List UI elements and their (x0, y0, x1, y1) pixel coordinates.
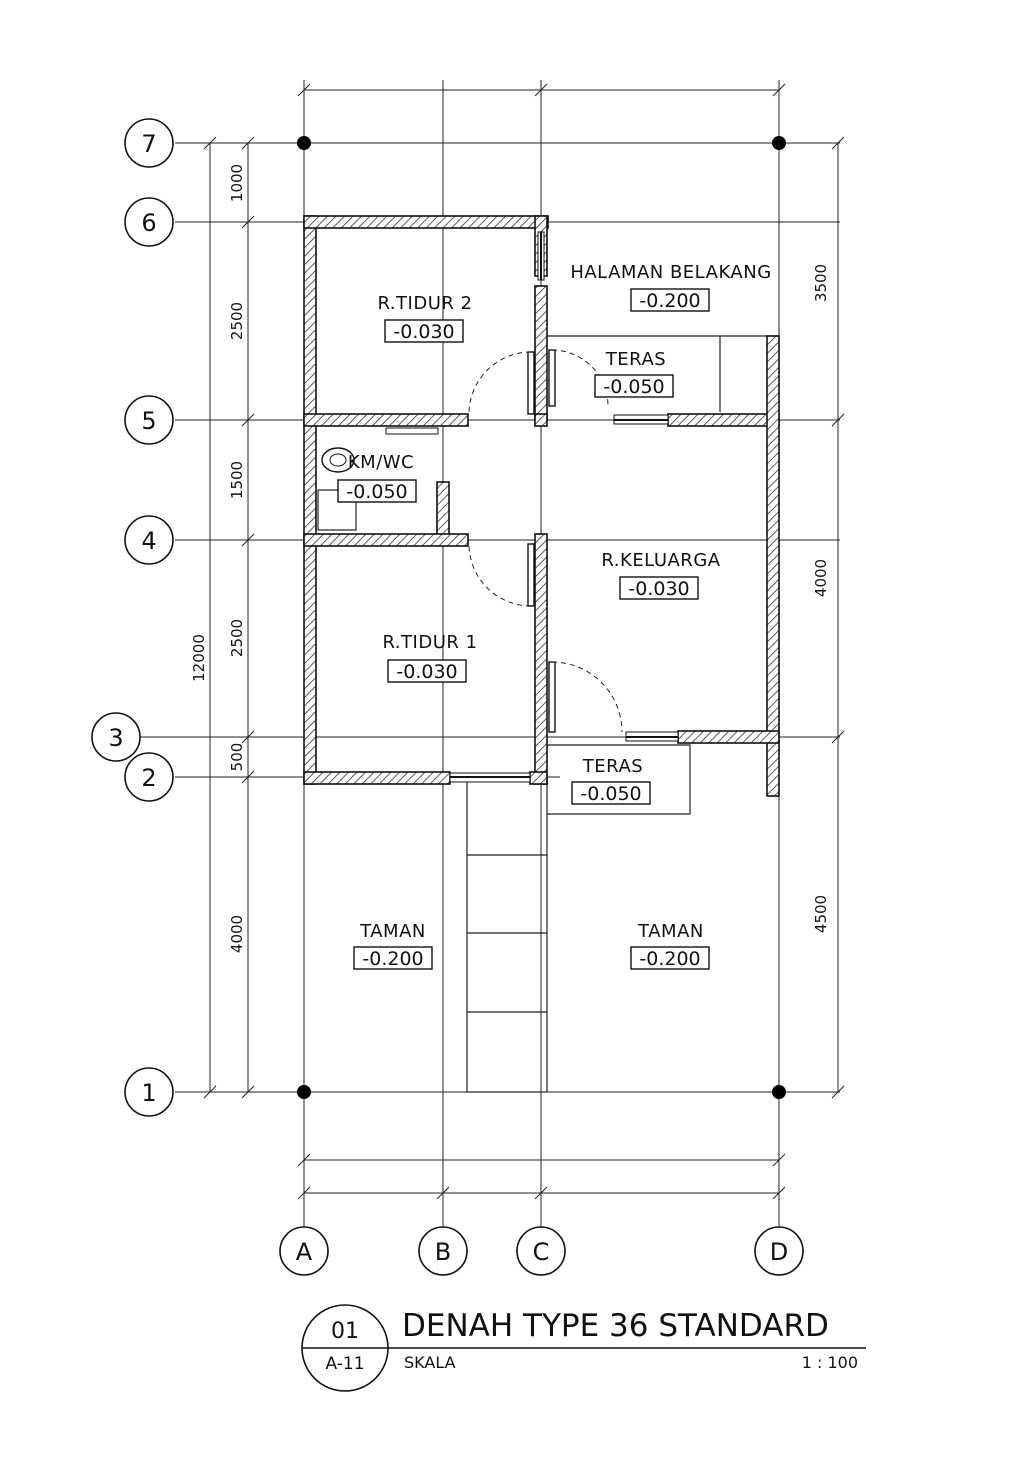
svg-text:TAMAN: TAMAN (637, 921, 704, 942)
grid-bubble-7: 7 (124, 118, 174, 168)
dim-left-2: 2500 (228, 302, 246, 340)
dim-left-1: 1000 (228, 164, 246, 202)
grid-bubble-5: 5 (124, 395, 174, 445)
svg-text:7: 7 (141, 130, 156, 158)
right-dimension-labels: 3500 4000 4500 (812, 264, 830, 933)
svg-text:3: 3 (108, 724, 123, 752)
grid-bubble-1: 1 (124, 1067, 174, 1117)
svg-text:A: A (296, 1238, 313, 1266)
grid-bubble-d: D (754, 1226, 804, 1276)
grid-row-bubbles: 7 6 5 4 3 2 1 (91, 118, 174, 1117)
svg-text:-0.030: -0.030 (393, 321, 454, 343)
dim-right-3: 4500 (812, 895, 830, 933)
scale-label: SKALA (404, 1353, 456, 1372)
room-taman-right: TAMAN -0.200 (630, 921, 710, 970)
room-r-tidur-2: R.TIDUR 2 -0.030 (377, 293, 472, 343)
svg-text:-0.030: -0.030 (396, 661, 457, 683)
room-km-wc: KM/WC -0.050 (337, 452, 417, 503)
dim-left-5: 500 (228, 743, 246, 772)
drawing-title: DENAH TYPE 36 STANDARD (402, 1308, 829, 1344)
room-halaman-belakang: HALAMAN BELAKANG -0.200 (570, 262, 771, 312)
svg-text:2: 2 (141, 764, 156, 792)
svg-text:-0.200: -0.200 (639, 290, 700, 312)
svg-text:-0.200: -0.200 (639, 948, 700, 970)
grid-bubble-a: A (279, 1226, 329, 1276)
svg-text:R.TIDUR 2: R.TIDUR 2 (377, 293, 472, 314)
drawing-number: 01 (331, 1319, 359, 1344)
room-teras-front: TERAS -0.050 (571, 756, 651, 805)
svg-text:-0.050: -0.050 (346, 481, 407, 503)
svg-text:B: B (435, 1238, 451, 1266)
left-dimension-labels: 1000 2500 1500 2500 500 4000 12000 (190, 164, 246, 953)
windows (385, 231, 679, 783)
dim-right-2: 4000 (812, 559, 830, 597)
grid-bubble-4: 4 (124, 515, 174, 565)
grid-bubble-6: 6 (124, 197, 174, 247)
grid-column-bubbles: A B C D (279, 1226, 804, 1276)
room-r-keluarga: R.KELUARGA -0.030 (601, 550, 720, 600)
svg-text:R.TIDUR 1: R.TIDUR 1 (382, 632, 477, 653)
dim-left-4: 2500 (228, 619, 246, 657)
room-teras-back: TERAS -0.050 (594, 349, 674, 398)
svg-text:TAMAN: TAMAN (359, 921, 426, 942)
dim-left-3: 1500 (228, 461, 246, 499)
svg-text:5: 5 (141, 407, 156, 435)
scale-value: 1 : 100 (802, 1353, 858, 1372)
svg-text:-0.050: -0.050 (580, 783, 641, 805)
svg-text:D: D (770, 1238, 788, 1266)
svg-text:-0.030: -0.030 (628, 578, 689, 600)
svg-text:-0.050: -0.050 (603, 376, 664, 398)
svg-text:1: 1 (141, 1079, 156, 1107)
svg-text:6: 6 (141, 209, 156, 237)
walls (303, 215, 780, 797)
room-taman-left: TAMAN -0.200 (353, 921, 433, 970)
grid-bubble-2: 2 (124, 752, 174, 802)
svg-text:TERAS: TERAS (582, 756, 643, 777)
grid-bubble-3: 3 (91, 712, 141, 762)
svg-text:KM/WC: KM/WC (348, 452, 414, 473)
title-block: 01 A-11 DENAH TYPE 36 STANDARD SKALA 1 :… (301, 1304, 866, 1392)
svg-text:R.KELUARGA: R.KELUARGA (601, 550, 720, 571)
svg-text:-0.200: -0.200 (362, 948, 423, 970)
doors (321, 349, 623, 733)
svg-text:4: 4 (141, 527, 156, 555)
svg-text:HALAMAN BELAKANG: HALAMAN BELAKANG (570, 262, 771, 283)
dim-left-total: 12000 (190, 634, 208, 682)
room-r-tidur-1: R.TIDUR 1 -0.030 (382, 632, 477, 683)
dim-right-1: 3500 (812, 264, 830, 302)
svg-text:TERAS: TERAS (605, 349, 666, 370)
dimension-lines (203, 83, 845, 1200)
svg-text:C: C (533, 1238, 550, 1266)
grid-bubble-b: B (418, 1226, 468, 1276)
column-markers (297, 136, 786, 1099)
dim-left-6: 4000 (228, 915, 246, 953)
sheet-number: A-11 (325, 1354, 364, 1374)
grid-bubble-c: C (516, 1226, 566, 1276)
